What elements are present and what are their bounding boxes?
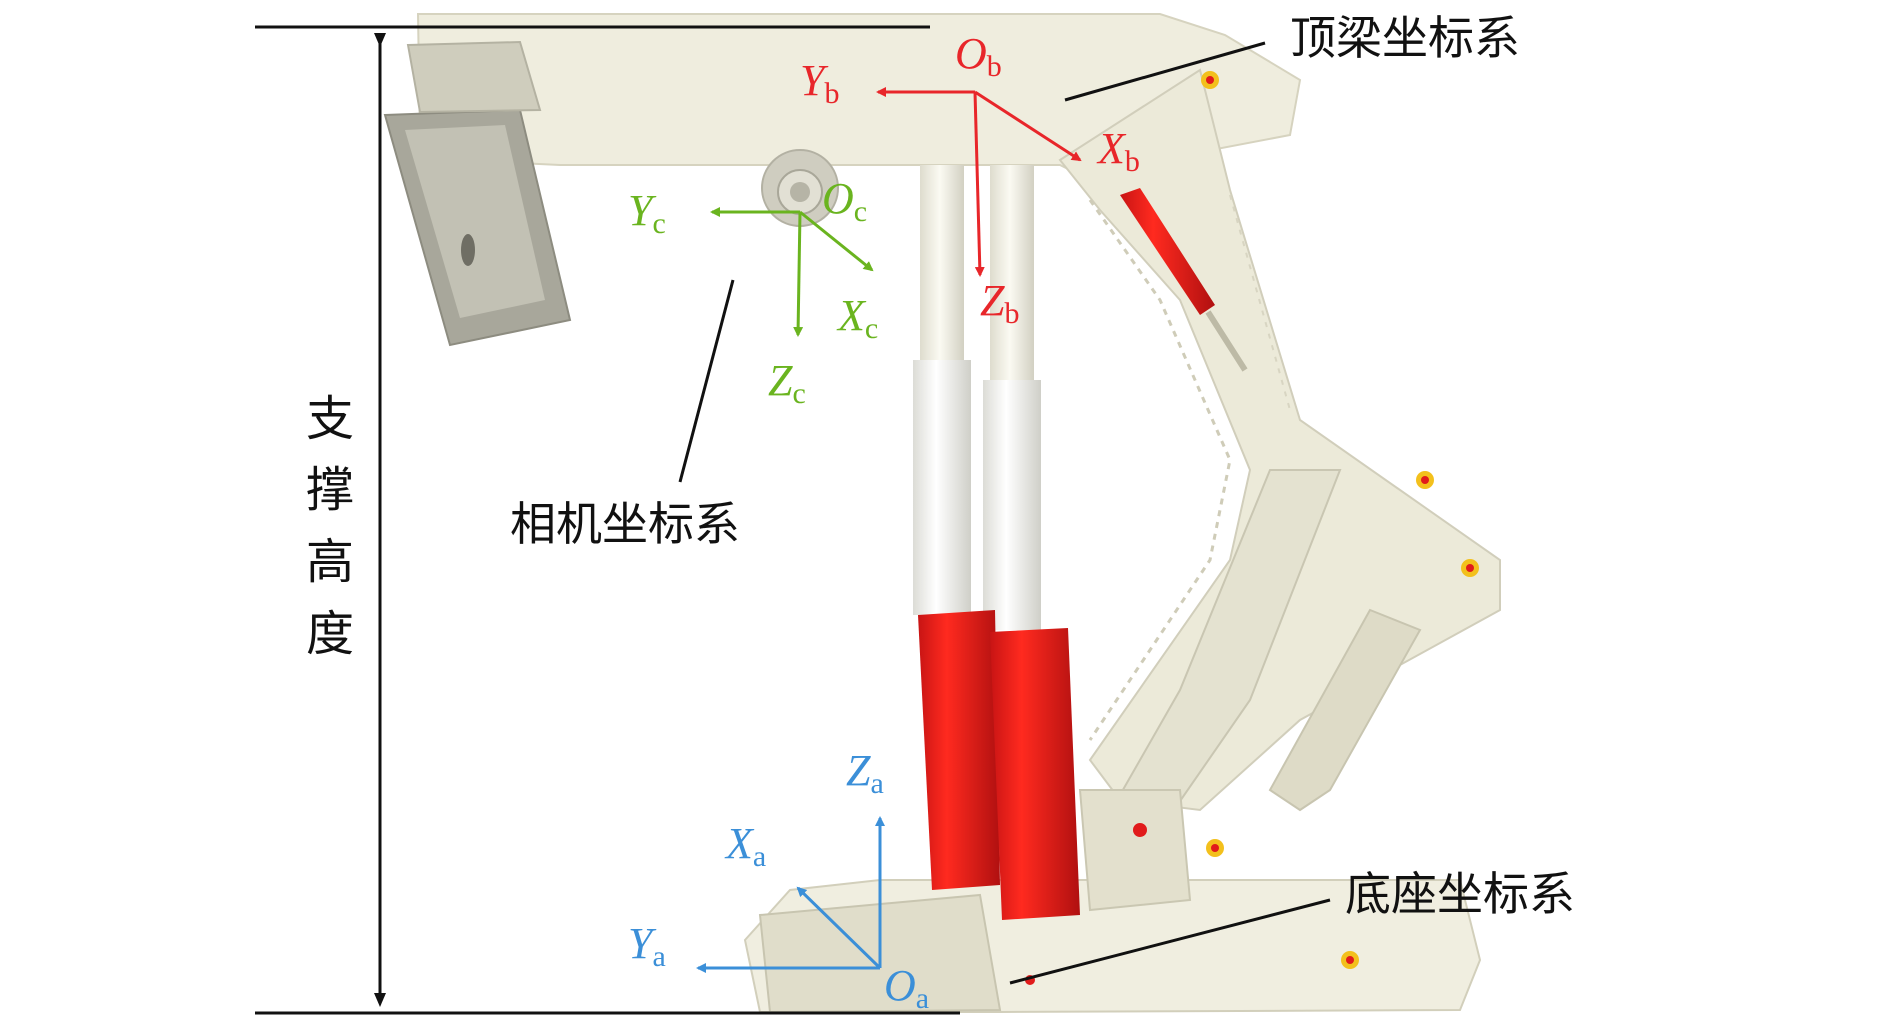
axis-x-a <box>796 886 882 970</box>
camera-device <box>761 149 839 227</box>
axis-label-y-c: Yc <box>628 186 666 240</box>
canopy-coordinate-frame: Ob Yb Xb Zb <box>800 29 1140 330</box>
axis-label-x-b: Xb <box>1096 124 1140 178</box>
axis-label-z-c: Zc <box>768 356 806 410</box>
axis-z-b <box>973 91 985 277</box>
callouts: 顶梁坐标系 相机坐标系 底座坐标系 <box>510 11 1575 985</box>
leg-cylinder-right <box>990 628 1080 920</box>
camera-frame-label: 相机坐标系 <box>510 497 740 551</box>
leg-cylinder-left <box>918 610 1000 890</box>
shield-cylinder <box>1120 188 1215 315</box>
camera-coordinate-frame: Oc Yc Xc Zc <box>628 174 878 410</box>
axis-label-x-a: Xa <box>724 819 766 873</box>
leg-rod-right <box>990 165 1034 385</box>
support-height-char-3: 高 <box>306 534 354 590</box>
base-coordinate-frame: Za Xa Ya Oa <box>628 746 929 1015</box>
bolts <box>1025 71 1479 985</box>
origin-label-a: Oa <box>884 961 929 1015</box>
support-height-char-2: 撑 <box>306 462 354 518</box>
rear-link <box>1268 608 1422 812</box>
leg-sleeve-left <box>913 360 971 615</box>
axis-label-x-c: Xc <box>836 291 878 345</box>
camera-frame-leader <box>678 279 735 483</box>
leg-rod-left <box>920 165 964 365</box>
leg-sleeve-right <box>983 380 1041 630</box>
shield-panel <box>1058 68 1501 812</box>
base-frame-leader <box>1009 898 1331 985</box>
axis-label-y-b: Yb <box>800 56 839 110</box>
axis-z-c <box>793 211 804 337</box>
axis-label-z-b: Zb <box>980 276 1019 330</box>
support-height-char-4: 度 <box>306 606 354 662</box>
origin-label-b: Ob <box>955 29 1002 83</box>
axis-x-b <box>974 90 1082 162</box>
origin-label-c: Oc <box>822 174 867 228</box>
canopy-frame-label: 顶梁坐标系 <box>1290 11 1520 65</box>
support-height-dimension: 支 撑 高 度 <box>255 25 960 1015</box>
base-frame-label: 底座坐标系 <box>1345 867 1575 921</box>
support-height-char-1: 支 <box>306 391 354 447</box>
axis-label-y-a: Ya <box>628 919 666 973</box>
axis-x-c <box>799 210 874 272</box>
axis-label-z-a: Za <box>846 746 884 800</box>
canopy-frame-leader <box>1064 41 1266 102</box>
